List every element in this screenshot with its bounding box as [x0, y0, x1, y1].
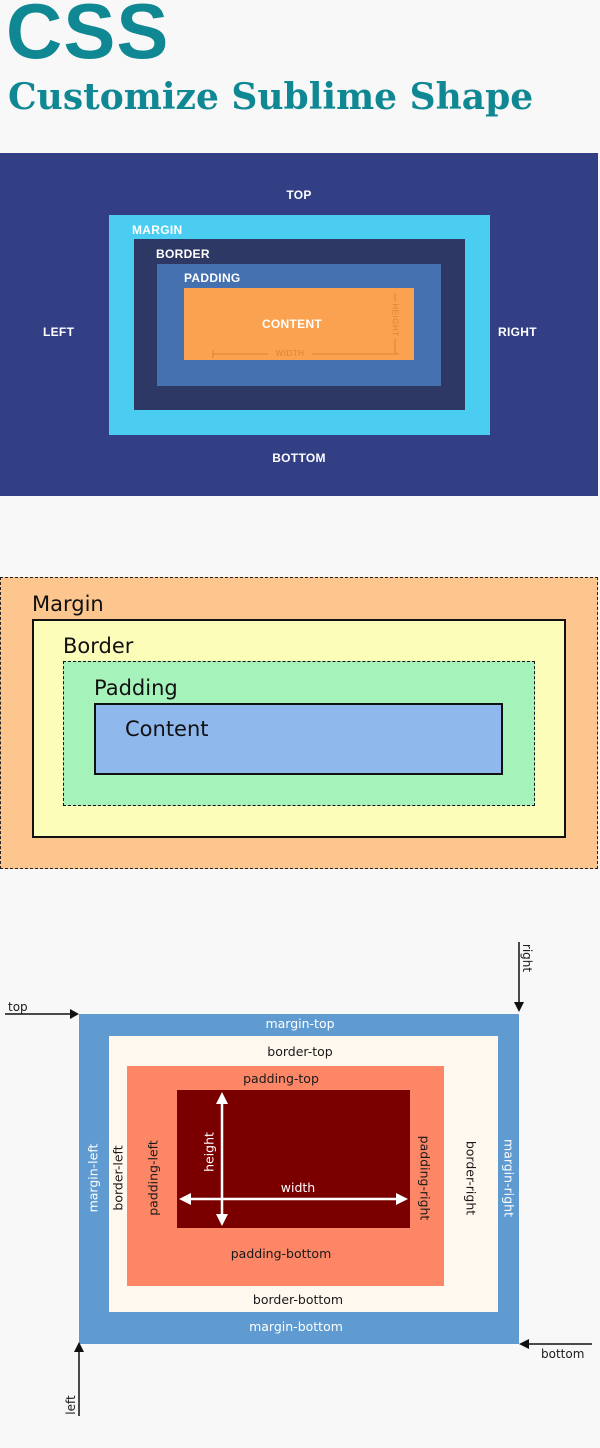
border-left-label: border-left	[110, 1145, 126, 1211]
width-label: width	[280, 1180, 316, 1195]
border-right-label: border-right	[463, 1140, 479, 1216]
padding-left-label: padding-left	[145, 1140, 161, 1216]
margin-right-label: margin-right	[501, 1139, 517, 1217]
content-box	[177, 1090, 410, 1228]
top-corner-label: top	[8, 1000, 28, 1014]
margin-top-label: margin-top	[265, 1016, 335, 1031]
border-label: Border	[63, 634, 134, 658]
width-label: WIDTH	[275, 349, 305, 358]
content-box	[184, 288, 414, 360]
margin-left-label: margin-left	[85, 1143, 101, 1213]
padding-label: Padding	[94, 676, 178, 700]
height-label: height	[201, 1132, 217, 1172]
bottom-corner-label: bottom	[541, 1347, 585, 1361]
bottom-label: BOTTOM	[272, 451, 326, 465]
right-label: RIGHT	[498, 325, 537, 339]
top-label: TOP	[286, 188, 312, 202]
left-corner-label: left	[64, 1395, 78, 1415]
margin-label: Margin	[32, 592, 104, 616]
padding-right-label: padding-right	[417, 1135, 433, 1221]
right-corner-label: right	[520, 943, 534, 973]
left-label: LEFT	[43, 325, 75, 339]
page-subtitle: Customize Sublime Shape	[8, 76, 534, 118]
content-box	[94, 703, 503, 775]
content-label: Content	[125, 717, 209, 741]
height-label: HEIGHT	[390, 303, 400, 337]
page-title: CSS	[6, 0, 170, 75]
dimension-lines	[212, 293, 399, 358]
border-label: BORDER	[156, 247, 210, 261]
margin-bottom-label: margin-bottom	[249, 1319, 343, 1334]
padding-bottom-label: padding-bottom	[230, 1246, 332, 1261]
box-model-diagram-1: TOP BOTTOM LEFT RIGHT MARGIN BORDER PADD…	[0, 153, 598, 496]
content-label: CONTENT	[261, 317, 323, 331]
margin-label: MARGIN	[132, 223, 183, 237]
border-top-label: border-top	[267, 1044, 333, 1059]
padding-top-label: padding-top	[243, 1071, 319, 1086]
content-dimension-arrows	[179, 1092, 408, 1226]
border-bottom-label: border-bottom	[252, 1292, 344, 1307]
padding-label: PADDING	[184, 271, 241, 285]
corner-arrows	[5, 942, 592, 1416]
